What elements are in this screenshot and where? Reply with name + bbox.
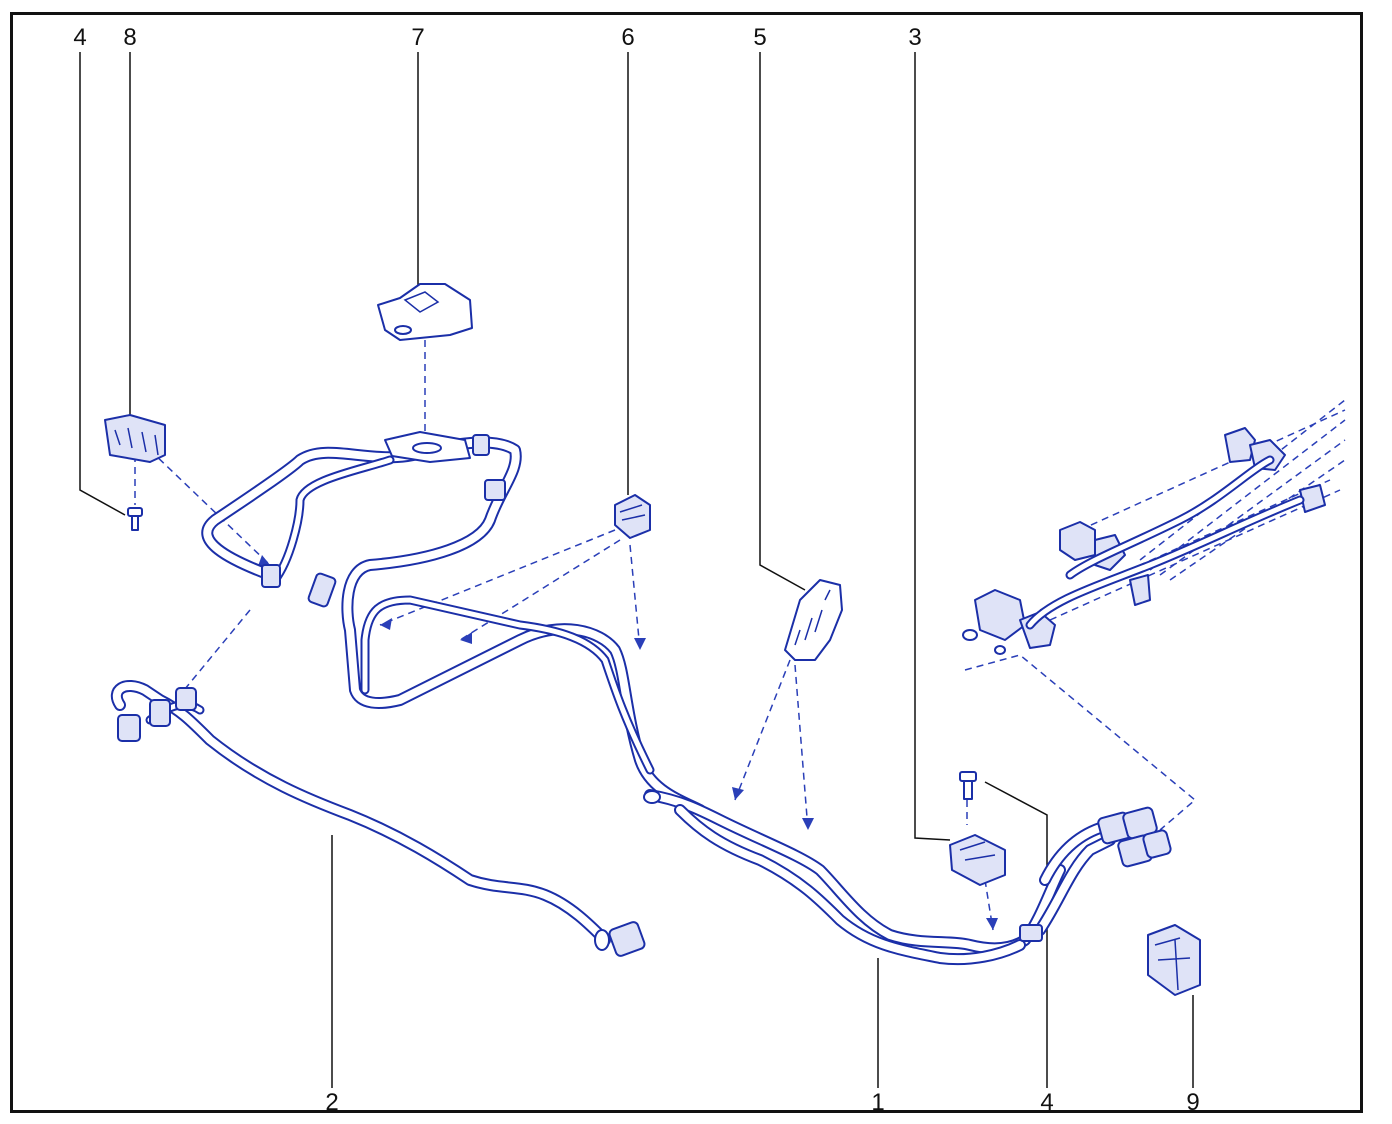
part-2-hose bbox=[110, 680, 646, 957]
leader-line-3 bbox=[914, 52, 951, 841]
upper-hose-assembly bbox=[201, 431, 706, 816]
callout-label-2: 2 bbox=[325, 1089, 338, 1116]
part-4-bolt-right bbox=[959, 771, 977, 800]
callout-label-3: 3 bbox=[908, 24, 921, 51]
leader-line-4-right bbox=[984, 781, 1048, 1088]
callout-label-5: 5 bbox=[753, 24, 766, 51]
part-4-bolt-left bbox=[127, 507, 143, 531]
callout-label-9: 9 bbox=[1186, 1089, 1199, 1116]
leader-line-5 bbox=[759, 52, 806, 591]
part-9-clip bbox=[1147, 924, 1201, 996]
callout-label-8: 8 bbox=[123, 24, 136, 51]
part-5-multi-clip bbox=[784, 579, 843, 661]
assembly-dashed-lines bbox=[134, 340, 1346, 931]
callout-label-4-left: 4 bbox=[73, 24, 86, 51]
callout-label-7: 7 bbox=[411, 24, 424, 51]
part-1-hose bbox=[643, 789, 1172, 966]
part-8-clip bbox=[104, 414, 166, 463]
part-7-bracket bbox=[377, 283, 473, 341]
part-6-clamp bbox=[614, 494, 651, 539]
leader-line-4-left bbox=[79, 52, 126, 516]
part-3-clip bbox=[949, 834, 1006, 886]
upper-right-connector-assembly bbox=[962, 427, 1326, 655]
callout-label-1: 1 bbox=[871, 1089, 884, 1116]
callout-label-4-right: 4 bbox=[1040, 1089, 1053, 1116]
callout-label-6: 6 bbox=[621, 24, 634, 51]
leader-lines bbox=[79, 52, 1194, 1088]
